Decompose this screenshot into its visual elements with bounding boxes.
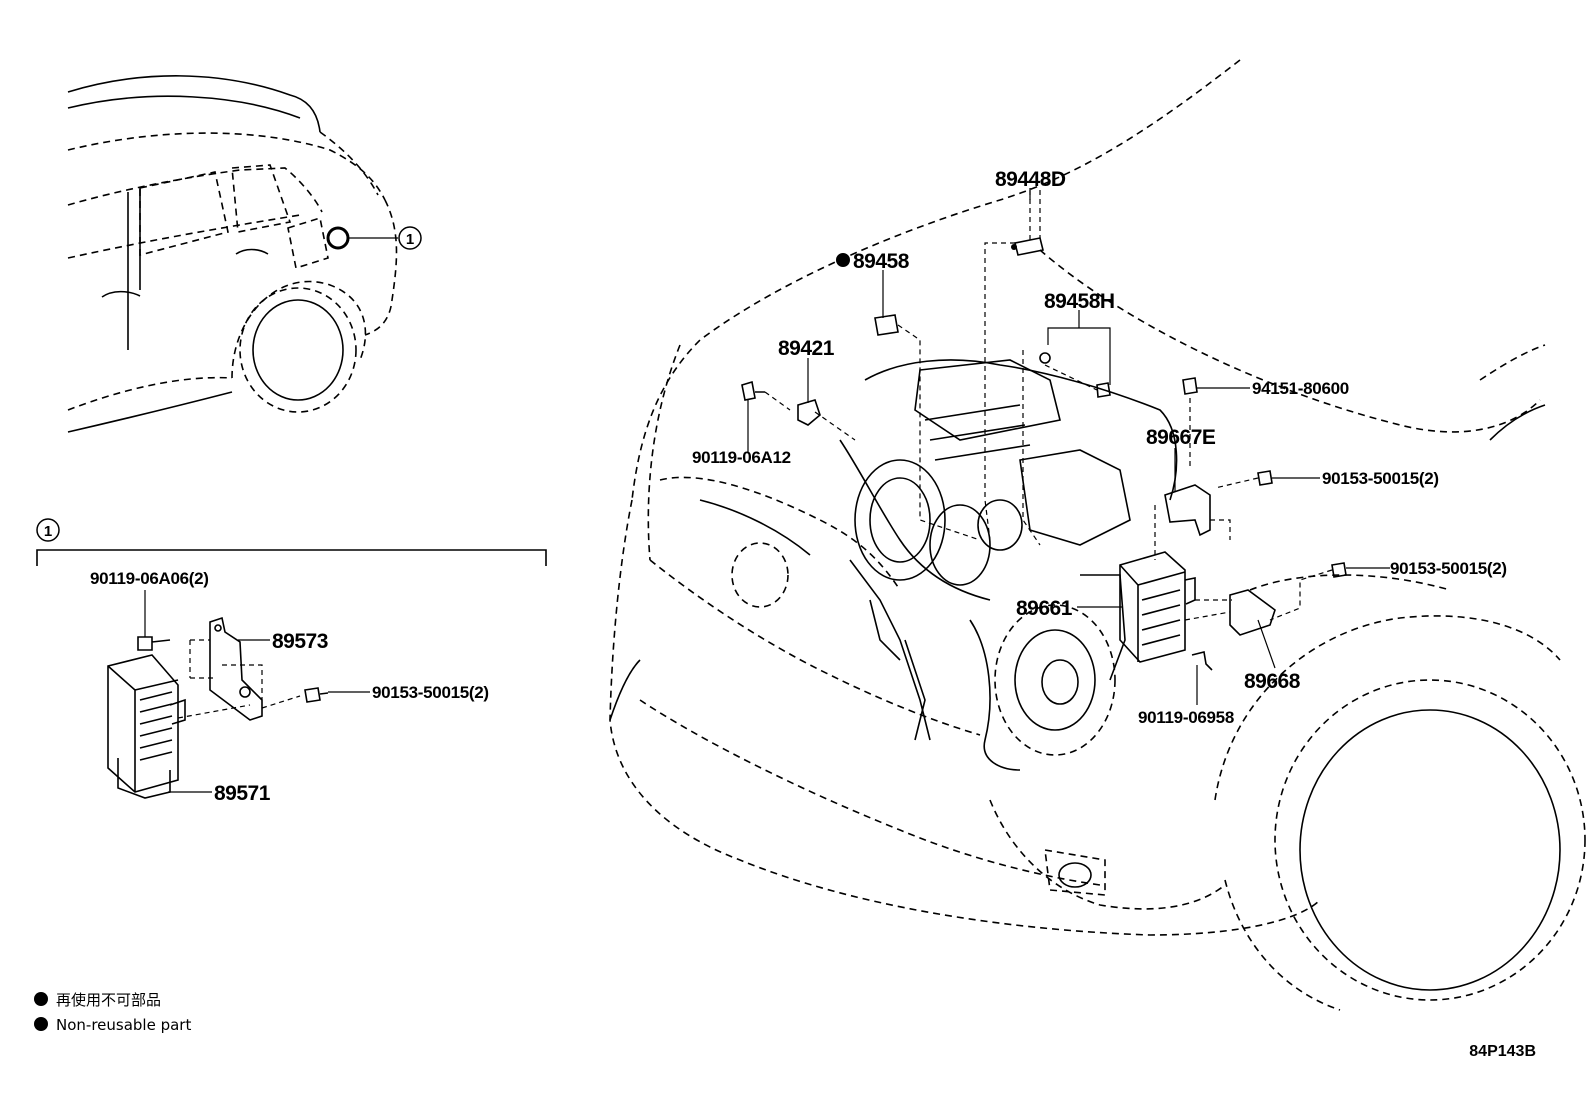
label-94151-80600: 94151-80600 — [1252, 379, 1349, 398]
label-89448D: 89448D — [995, 168, 1066, 191]
legend-bullet-en — [34, 1017, 48, 1031]
inset-bracket-line — [36, 549, 547, 566]
legend: 再使用不可部品 Non-reusable part — [34, 991, 191, 1034]
ecu-89661-drawing — [1119, 551, 1196, 663]
rear-vehicle-view: 1 — [67, 75, 422, 433]
front-vehicle-view: 89448D 89458 89458H 89421 94151-80600 90… — [609, 59, 1586, 1011]
inset-marker-text: 1 — [44, 523, 52, 540]
callout-1-marker — [398, 226, 422, 250]
bracket-89667E-drawing — [1164, 484, 1211, 537]
inset-marker-circle — [36, 518, 60, 542]
label-90153-50015-b: 90153-50015(2) — [1390, 559, 1507, 578]
callout-1-text: 1 — [406, 231, 414, 248]
part-89458H-grommet — [1039, 352, 1051, 364]
label-89571: 89571 — [214, 782, 271, 805]
bolt-90119-06A06-drawing — [137, 636, 171, 651]
label-89573: 89573 — [272, 630, 328, 653]
label-90153-50015-inset: 90153-50015(2) — [372, 683, 489, 702]
part-89458-drawing — [874, 314, 899, 336]
label-89421: 89421 — [778, 337, 835, 360]
bolt-90119-06958-drawing — [1191, 651, 1213, 671]
bolt-90119-06A12-drawing — [741, 380, 765, 401]
part-89421-drawing — [797, 399, 821, 426]
bolt-90153-50015-inset-drawing — [304, 687, 329, 703]
label-89667E: 89667E — [1146, 426, 1216, 449]
nut-94151-80600-drawing — [1182, 377, 1198, 395]
legend-text-en: Non-reusable part — [56, 1016, 191, 1034]
label-89458H: 89458H — [1044, 290, 1115, 313]
part-89458H-clip — [1096, 382, 1111, 398]
non-reusable-bullet-89458 — [836, 253, 850, 267]
module-89571-drawing — [107, 654, 186, 799]
inset-detail-1: 1 90119-06A06(2) 89573 90153-50015( — [36, 518, 547, 805]
label-89458: 89458 — [853, 250, 910, 273]
diagram-code: 84P143B — [1469, 1043, 1536, 1060]
fuel-lid-callout-circle — [326, 226, 350, 250]
label-89668: 89668 — [1244, 670, 1301, 693]
bolt-90153-50015-b-drawing — [1331, 562, 1347, 578]
bolt-90153-50015-a-drawing — [1257, 470, 1273, 486]
legend-bullet-jp — [34, 992, 48, 1006]
part-89448D-drawing — [1014, 237, 1044, 256]
bracket-89573-drawing — [209, 616, 263, 721]
label-89661: 89661 — [1016, 597, 1073, 620]
label-90119-06A12: 90119-06A12 — [692, 448, 791, 467]
bracket-89668-drawing — [1229, 589, 1276, 636]
legend-text-jp: 再使用不可部品 — [56, 991, 161, 1009]
label-90119-06958: 90119-06958 — [1138, 708, 1234, 727]
engine-block-drawing — [839, 359, 1178, 771]
label-90153-50015-a: 90153-50015(2) — [1322, 469, 1439, 488]
label-90119-06A06: 90119-06A06(2) — [90, 569, 209, 588]
